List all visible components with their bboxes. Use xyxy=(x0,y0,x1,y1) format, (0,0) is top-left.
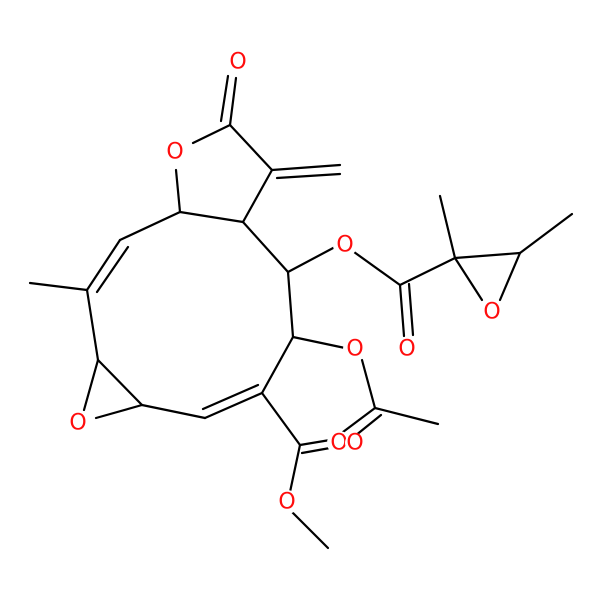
bond-mester-methyl xyxy=(290,510,330,550)
bond-cq-methyl xyxy=(438,194,457,260)
bond-macro-db2-a xyxy=(203,391,264,420)
bond-methylene-b xyxy=(275,172,342,180)
bond-ring-c3-c3a xyxy=(241,168,274,224)
bond-macro-3 xyxy=(140,403,207,420)
bond-acetate-methyl xyxy=(373,406,440,426)
oxygen-label: O xyxy=(346,431,363,456)
oxygen-label: O xyxy=(278,490,295,515)
atom-o-epoxide-left: O xyxy=(66,411,90,436)
bond-acetate-o xyxy=(291,335,347,350)
bond-epoxr-2 xyxy=(498,251,522,302)
bond-lactone-co-a xyxy=(228,76,238,127)
bond-ester-o xyxy=(286,245,337,274)
bond-macro-5 xyxy=(286,270,295,339)
bond-macro-1 xyxy=(118,210,182,242)
bond-acetate-o-c xyxy=(360,358,377,410)
bond-lactone-co-b xyxy=(219,74,230,123)
atom-layer: O O O O O O O O xyxy=(66,50,504,515)
oxygen-label: O xyxy=(69,411,86,436)
bond-ester-co-b xyxy=(407,282,415,337)
oxygen-label: O xyxy=(166,140,183,165)
bond-epox-cc xyxy=(96,358,144,407)
oxygen-label: O xyxy=(398,337,415,362)
bond-macro-db-b xyxy=(95,245,130,294)
bond-macro-db2-b xyxy=(201,383,260,411)
bond-epoxr-methyl xyxy=(518,212,574,255)
atom-o-lactone-carbonyl: O xyxy=(226,50,250,75)
bond-acetate-co-a xyxy=(341,406,377,434)
bond-ester-co-a xyxy=(398,283,406,338)
bond-macro-2 xyxy=(85,288,100,362)
bond-macro-6 xyxy=(241,220,290,274)
atom-o-ester-link: O xyxy=(333,233,357,258)
bond-methylene-a xyxy=(270,163,342,172)
bond-mester-o xyxy=(288,443,302,494)
atom-o-acetate-link: O xyxy=(343,337,367,362)
atom-o-methylester-link: O xyxy=(275,490,299,515)
bond-epoxr-1 xyxy=(453,256,484,302)
oxygen-label: O xyxy=(229,50,246,75)
bond-mester-c xyxy=(260,391,302,447)
bond-epoxl-1 xyxy=(82,358,100,412)
atom-o-acetate-carbonyl: O xyxy=(327,431,351,456)
bond-methyl-left xyxy=(28,281,89,292)
oxygen-label: O xyxy=(330,431,347,456)
bond-macro-4 xyxy=(260,335,295,395)
bond-mester-co-b xyxy=(300,446,332,455)
bond-lactone-c-c xyxy=(228,123,274,172)
bond-mester-co-a xyxy=(298,438,332,447)
oxygen-label: O xyxy=(483,300,500,325)
oxygen-label: O xyxy=(336,233,353,258)
oxygen-label: O xyxy=(346,337,363,362)
bond-ester-c-cq xyxy=(398,256,457,287)
bond-epoxl-2 xyxy=(94,403,144,420)
bond-ring-c3a-c9a xyxy=(178,210,245,224)
bond-ester-o-c xyxy=(352,250,402,287)
atom-o-methylester-carbonyl: O xyxy=(345,431,365,456)
bond-lactone-c-o xyxy=(191,123,232,145)
atom-o-ester-carbonyl: O xyxy=(395,337,419,362)
bond-epoxr-cc xyxy=(453,251,522,260)
atom-o-epoxide-right: O xyxy=(480,300,504,325)
bond-macro-db-a xyxy=(85,238,122,292)
bond-ring-c9a-o xyxy=(174,168,182,214)
atom-o-lactone-ring: O xyxy=(163,140,187,165)
